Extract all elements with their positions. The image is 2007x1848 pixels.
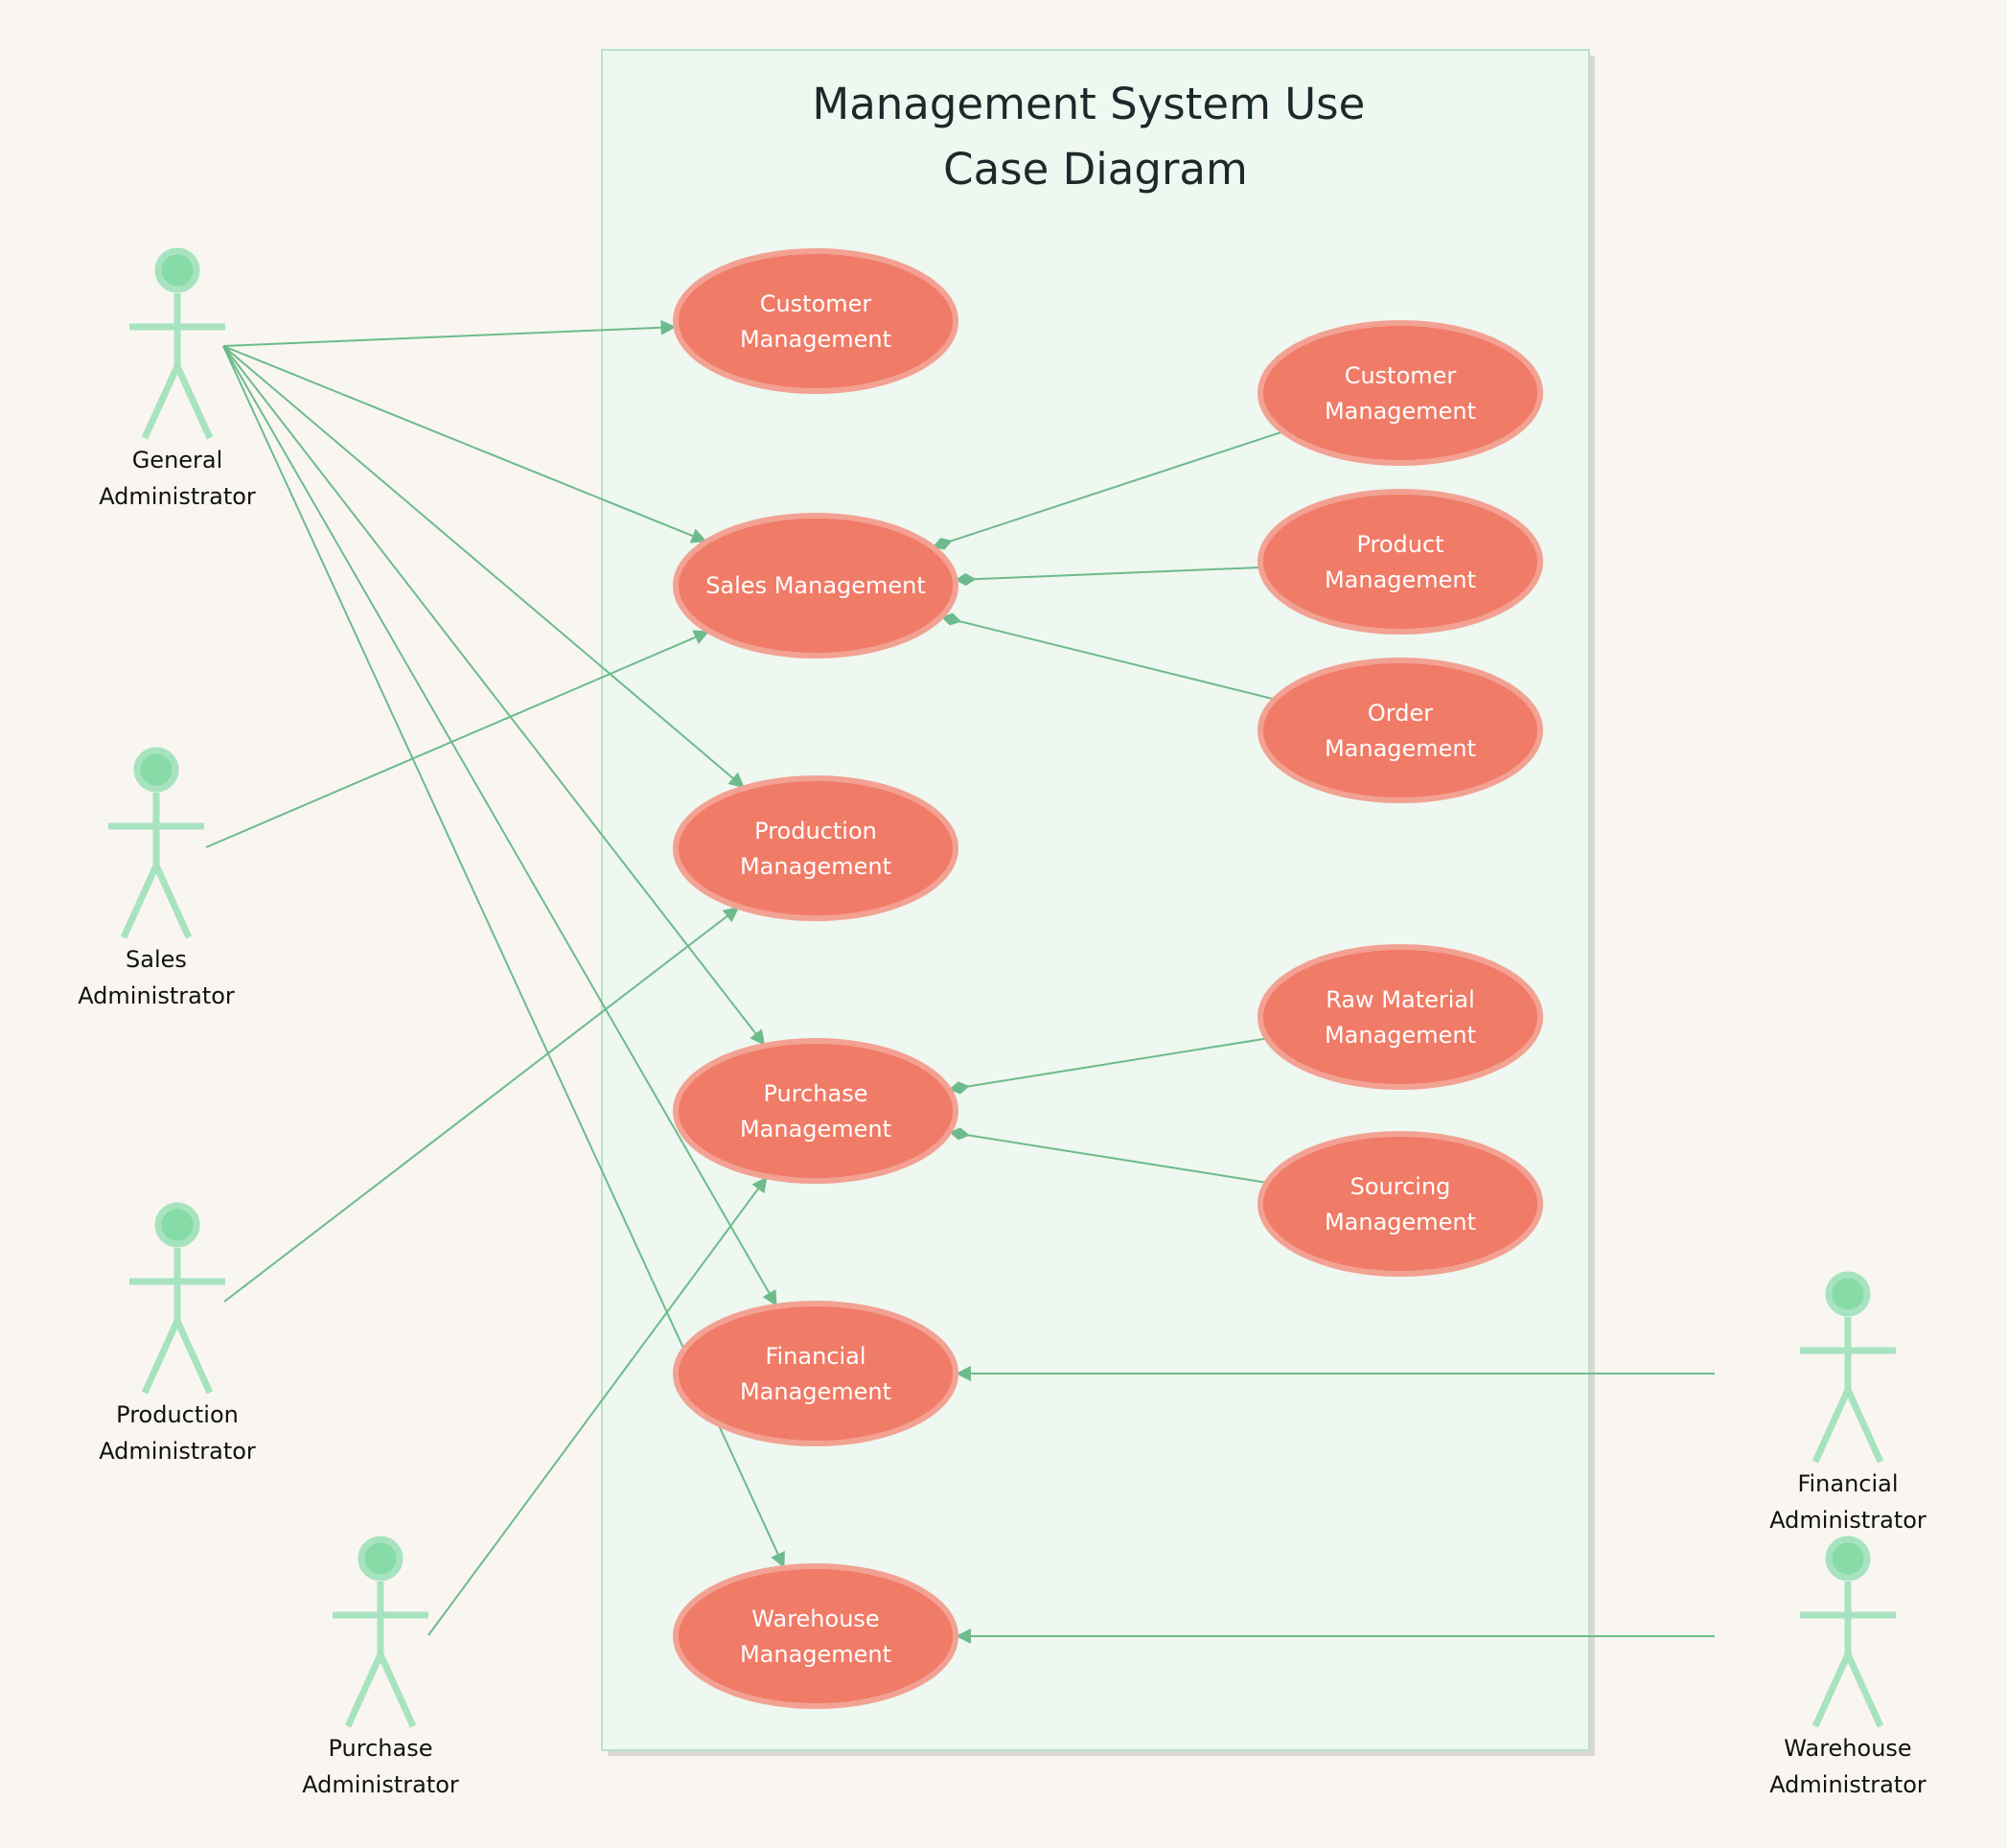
usecase-ellipse <box>673 775 958 921</box>
association-general-to-production-mgmt <box>222 345 746 789</box>
actor-head <box>1825 1536 1871 1582</box>
diagram-title-line-2: Case Diagram <box>943 144 1248 195</box>
actor-head <box>358 1536 404 1582</box>
usecase-ellipse <box>673 248 958 394</box>
usecase-ellipse <box>673 1563 958 1709</box>
usecase-label: Management <box>740 853 891 880</box>
usecase-label: Management <box>740 1116 891 1143</box>
actor-left-leg <box>120 864 160 939</box>
actor-label: Administrator <box>302 1771 459 1798</box>
usecase-label: Management <box>1325 735 1476 762</box>
usecase-sales-mgmt: Sales Management <box>673 513 958 658</box>
usecase-label: Financial <box>765 1343 865 1370</box>
actor-label: Administrator <box>78 982 235 1009</box>
association-purchase-to-purchase-mgmt <box>427 1175 769 1636</box>
actors-layer: GeneralAdministratorSalesAdministratorPr… <box>78 247 1926 1798</box>
actor-right-leg <box>377 1652 417 1728</box>
diagram-title: Management System Use Case Diagram <box>812 79 1378 195</box>
actor-label: Administrator <box>99 483 256 510</box>
usecase-label: Production <box>754 818 877 844</box>
actor-left-leg <box>1811 1388 1852 1464</box>
association-general-to-customer-mgmt <box>222 319 677 347</box>
actor-head <box>154 247 200 293</box>
usecase-label: Warehouse <box>751 1605 879 1632</box>
association-general-to-financial-mgmt <box>222 345 778 1307</box>
usecase-label: Management <box>1325 566 1476 593</box>
usecase-label: Management <box>1325 398 1476 425</box>
actor-head <box>154 1202 200 1248</box>
usecase-label: Management <box>740 1641 891 1668</box>
actor-label: Administrator <box>99 1438 256 1465</box>
actor-left-leg <box>141 364 181 440</box>
usecase-ellipse <box>1257 658 1543 803</box>
actor-label: Administrator <box>1769 1771 1926 1798</box>
actor-right-leg <box>173 1319 214 1395</box>
diagram-title-line-1: Management System Use <box>812 79 1365 129</box>
actor-label: Production <box>116 1401 239 1428</box>
usecase-label: Management <box>1325 1209 1476 1236</box>
actor-label: Sales <box>126 946 187 973</box>
association-sales-to-sales-mgmt <box>205 630 710 848</box>
usecase-label: Purchase <box>764 1080 868 1107</box>
actor-label: Administrator <box>1769 1507 1926 1534</box>
composition-sub-raw-to-purchase-mgmt <box>948 1037 1268 1095</box>
edges-layer <box>205 319 1715 1644</box>
actor-left-leg <box>344 1652 384 1728</box>
usecase-label: Raw Material <box>1326 986 1475 1013</box>
actor-right-leg <box>1844 1388 1884 1464</box>
usecase-ellipse <box>1257 1131 1543 1277</box>
actor-right-leg <box>1844 1652 1884 1728</box>
actor-head <box>133 747 179 793</box>
composition-sub-order-to-sales-mgmt <box>940 612 1276 701</box>
usecase-ellipse <box>1257 944 1543 1090</box>
association-general-to-purchase-mgmt <box>222 345 767 1047</box>
actor-head <box>1825 1271 1871 1317</box>
usecase-label: Management <box>740 326 891 353</box>
usecase-ellipse <box>673 513 958 658</box>
association-production-to-production-mgmt <box>223 906 740 1303</box>
actor-right-leg <box>173 364 214 440</box>
usecase-label: Management <box>1325 1022 1476 1049</box>
usecase-ellipse <box>1257 489 1543 635</box>
usecase-label: Product <box>1356 531 1443 558</box>
usecase-ellipse <box>1257 320 1543 466</box>
usecase-label: Customer <box>1345 362 1457 389</box>
usecase-label: Management <box>740 1378 891 1405</box>
usecase-label: Customer <box>760 290 872 317</box>
actor-right-leg <box>152 864 193 939</box>
actor-left-leg <box>141 1319 181 1395</box>
usecase-label: Sales Management <box>705 572 926 599</box>
actor-label: General <box>132 447 223 474</box>
usecase-label: Order <box>1368 700 1433 727</box>
usecase-label: Sourcing <box>1350 1173 1451 1200</box>
actor-left-leg <box>1811 1652 1852 1728</box>
actor-label: Warehouse <box>1784 1735 1911 1762</box>
association-general-to-sales-mgmt <box>222 345 707 543</box>
actor-label: Financial <box>1797 1470 1898 1497</box>
usecase-ellipse <box>673 1038 958 1184</box>
actor-label: Purchase <box>329 1735 433 1762</box>
composition-sub-customer-to-sales-mgmt <box>932 430 1284 550</box>
composition-sub-product-to-sales-mgmt <box>955 566 1261 587</box>
composition-sub-sourcing-to-purchase-mgmt <box>948 1127 1268 1184</box>
usecase-ellipse <box>673 1301 958 1446</box>
